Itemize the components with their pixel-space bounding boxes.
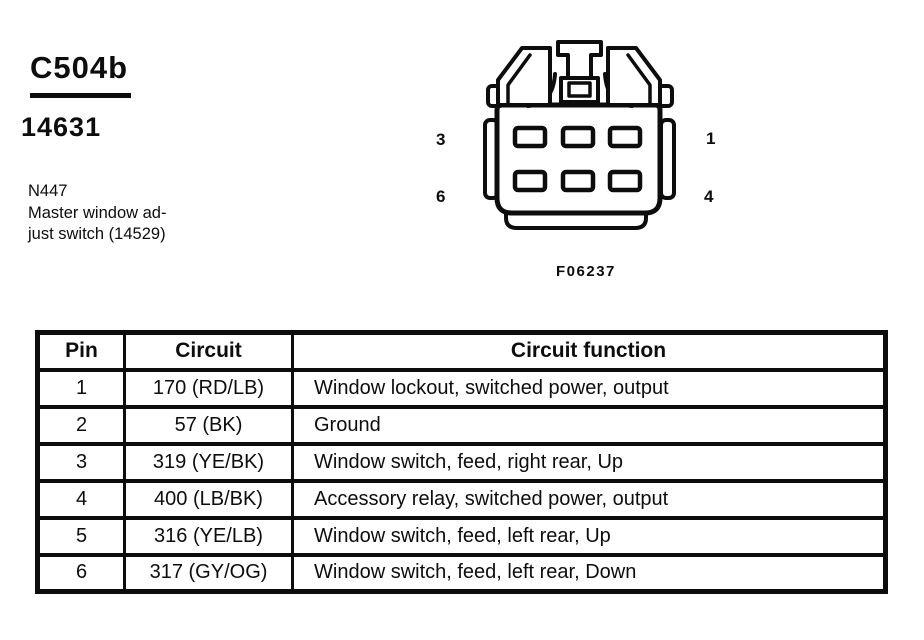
circuit-cell: 317 (GY/OG) <box>123 552 294 594</box>
connector-body <box>494 102 663 216</box>
pin-cavity <box>560 169 596 193</box>
pin-cavity <box>560 125 596 149</box>
lock-tab <box>556 40 603 104</box>
connector-id-title: C504b <box>30 50 129 85</box>
pin-position-label-bottom-right: 4 <box>704 187 714 206</box>
header-circuit-function: Circuit function <box>291 330 887 372</box>
latch-wing-right <box>606 46 674 108</box>
pin-position-label-top-left: 3 <box>436 130 446 149</box>
circuit-function-cell: Window switch, feed, left rear, Down <box>291 552 887 594</box>
circuit-cell: 316 (YE/LB) <box>123 515 294 557</box>
circuit-cell: 400 (LB/BK) <box>123 478 294 520</box>
pin-cavities <box>512 125 643 193</box>
circuit-cell: 319 (YE/BK) <box>123 441 294 483</box>
component-description: N447 Master window ad- just switch (1452… <box>28 181 166 246</box>
circuit-function-cell: Accessory relay, switched power, output <box>291 478 887 520</box>
latch-wing-left <box>486 46 552 108</box>
figure-id-label: F06237 <box>556 263 616 280</box>
header-pin: Pin <box>36 330 126 372</box>
table-header-row: Pin Circuit Circuit function <box>36 330 887 372</box>
circuit-function-cell: Window switch, feed, right rear, Up <box>291 441 887 483</box>
connector-face-diagram <box>483 40 676 230</box>
circuit-cell: 170 (RD/LB) <box>123 367 294 409</box>
component-ref: N447 <box>28 182 68 200</box>
pin-cell: 6 <box>36 552 126 594</box>
pin-cell: 2 <box>36 404 126 446</box>
component-desc-line-2: just switch (14529) <box>28 225 166 243</box>
header-circuit: Circuit <box>123 330 294 372</box>
circuit-cell: 57 (BK) <box>123 404 294 446</box>
circuit-function-cell: Window switch, feed, left rear, Up <box>291 515 887 557</box>
component-desc-line-1: Master window ad- <box>28 203 167 222</box>
part-number: 14631 <box>21 112 102 142</box>
pin-cell: 4 <box>36 478 126 520</box>
pin-position-label-top-right: 1 <box>706 129 716 148</box>
circuit-function-cell: Ground <box>291 404 887 446</box>
connector-bottom-lip <box>504 211 648 230</box>
title-underline-rule <box>30 93 131 98</box>
pin-cavity <box>607 125 643 149</box>
pin-cavity <box>512 169 548 193</box>
pin-cell: 5 <box>36 515 126 557</box>
connector-side-tab-right <box>659 118 676 200</box>
pin-cavity <box>512 125 548 149</box>
pin-cell: 1 <box>36 367 126 409</box>
circuit-function-cell: Window lockout, switched power, output <box>291 367 887 409</box>
pin-cavity <box>607 169 643 193</box>
pin-position-label-bottom-left: 6 <box>436 187 446 206</box>
pin-cell: 3 <box>36 441 126 483</box>
